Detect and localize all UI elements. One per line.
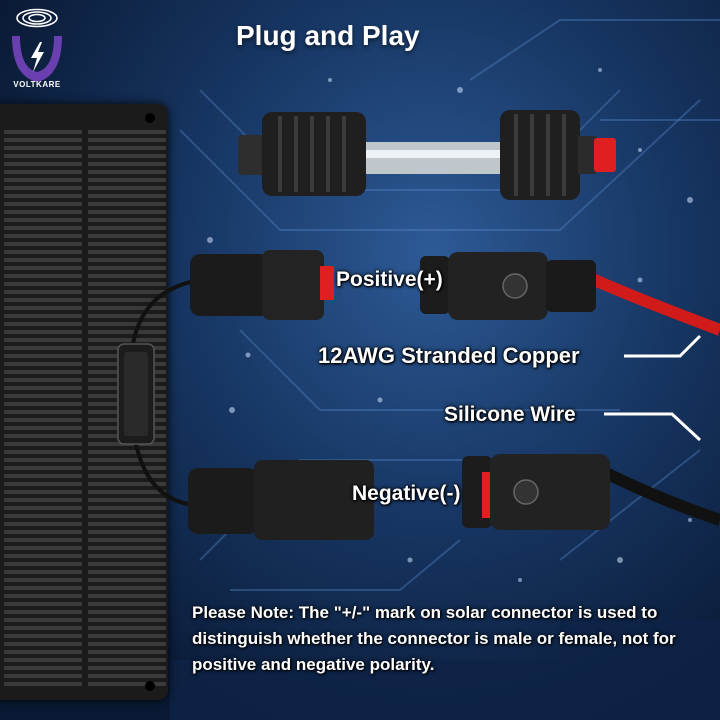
negative-label: Negative(-) (352, 482, 461, 505)
brand-name: VOLTKARE (13, 80, 61, 89)
positive-connector (190, 250, 720, 336)
negative-connector (188, 454, 720, 540)
solar-cells (0, 104, 168, 700)
solar-panel (0, 104, 168, 700)
page-title: Plug and Play (236, 20, 420, 51)
wire-gauge-label: 12AWG Stranded Copper (318, 343, 580, 368)
polarity-note: Please Note: The "+/-" mark on solar con… (192, 603, 676, 674)
logo-shield-bolt-icon (12, 8, 62, 82)
wire-type-label: Silicone Wire (444, 403, 576, 426)
positive-label: Positive(+) (336, 268, 443, 291)
assembled-connector (238, 110, 616, 200)
